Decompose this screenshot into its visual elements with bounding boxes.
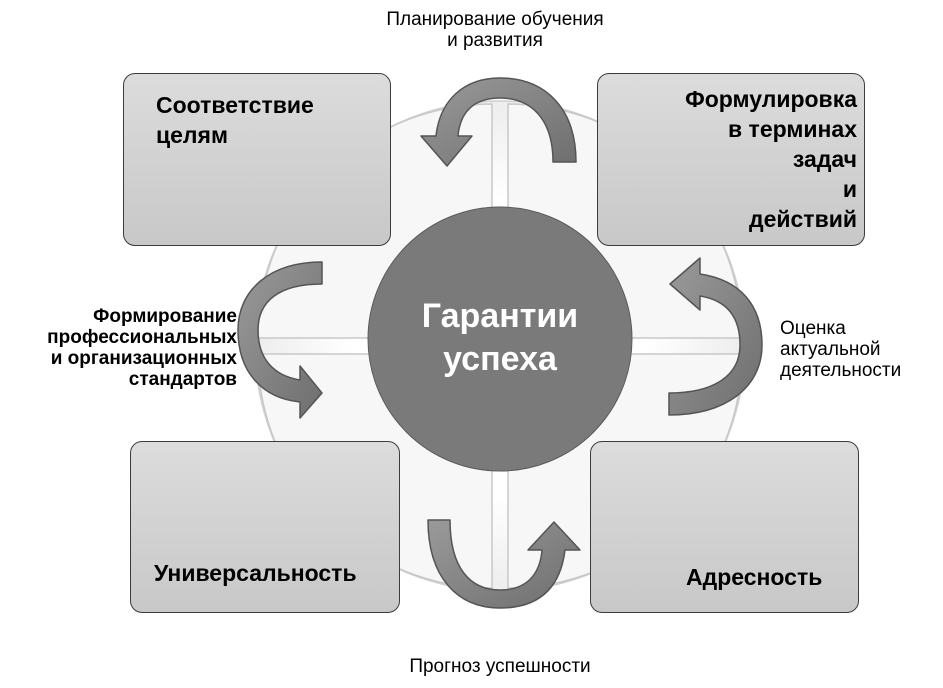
box-bottom-left-text: Универсальность (154, 558, 357, 588)
box-top-right-text: Формулировка в терминах задач и действий (685, 84, 857, 234)
label-top: Планирование обучения и развития (330, 9, 660, 51)
right-curved-arrow (668, 257, 763, 416)
box-bottom-right-line1: Адресность (686, 564, 823, 590)
center-circle (367, 206, 633, 472)
label-top-line2: и развития (447, 30, 543, 51)
label-right-line3: деятельности (780, 360, 902, 381)
box-top-right-line5: действий (748, 206, 857, 232)
label-top-line1: Планирование обучения (386, 9, 604, 30)
label-left-line1: Формирование (93, 306, 237, 327)
box-top-right-line2: в терминах (728, 116, 857, 142)
label-left-line4: стандартов (128, 369, 237, 390)
box-bottom-right-text: Адресность (686, 562, 822, 592)
label-right-line2: актуальной (780, 339, 881, 360)
box-top-right (597, 73, 865, 246)
label-left-line2: профессиональных (47, 327, 237, 348)
bottom-curved-arrow (427, 519, 581, 609)
box-bottom-left (130, 441, 400, 613)
label-right-line1: Оценка (780, 318, 846, 339)
left-curved-arrow (237, 261, 323, 419)
box-top-left-text: Соответствие целям (156, 90, 314, 150)
box-top-left-line1: Соответствие (156, 92, 314, 118)
center-title-line1: Гарантии (421, 297, 579, 335)
box-top-left (123, 73, 391, 246)
label-left: Формирование профессиональных и организа… (47, 306, 237, 390)
box-top-right-line3: задач (792, 146, 857, 172)
label-right: Оценка актуальной деятельности (780, 318, 901, 381)
box-bottom-right (590, 441, 859, 613)
label-bottom-line1: Прогноз успешности (409, 656, 591, 677)
center-title: Гарантии успеха (370, 295, 630, 381)
top-curved-arrow (420, 77, 577, 167)
box-top-right-line4: и (842, 176, 857, 202)
box-bottom-left-line1: Универсальность (154, 560, 357, 586)
center-title-line2: успеха (443, 340, 557, 378)
box-top-left-line2: целям (156, 122, 228, 148)
box-top-right-line1: Формулировка (685, 86, 857, 112)
label-bottom: Прогноз успешности (330, 656, 670, 677)
label-left-line3: и организационных (50, 348, 237, 369)
